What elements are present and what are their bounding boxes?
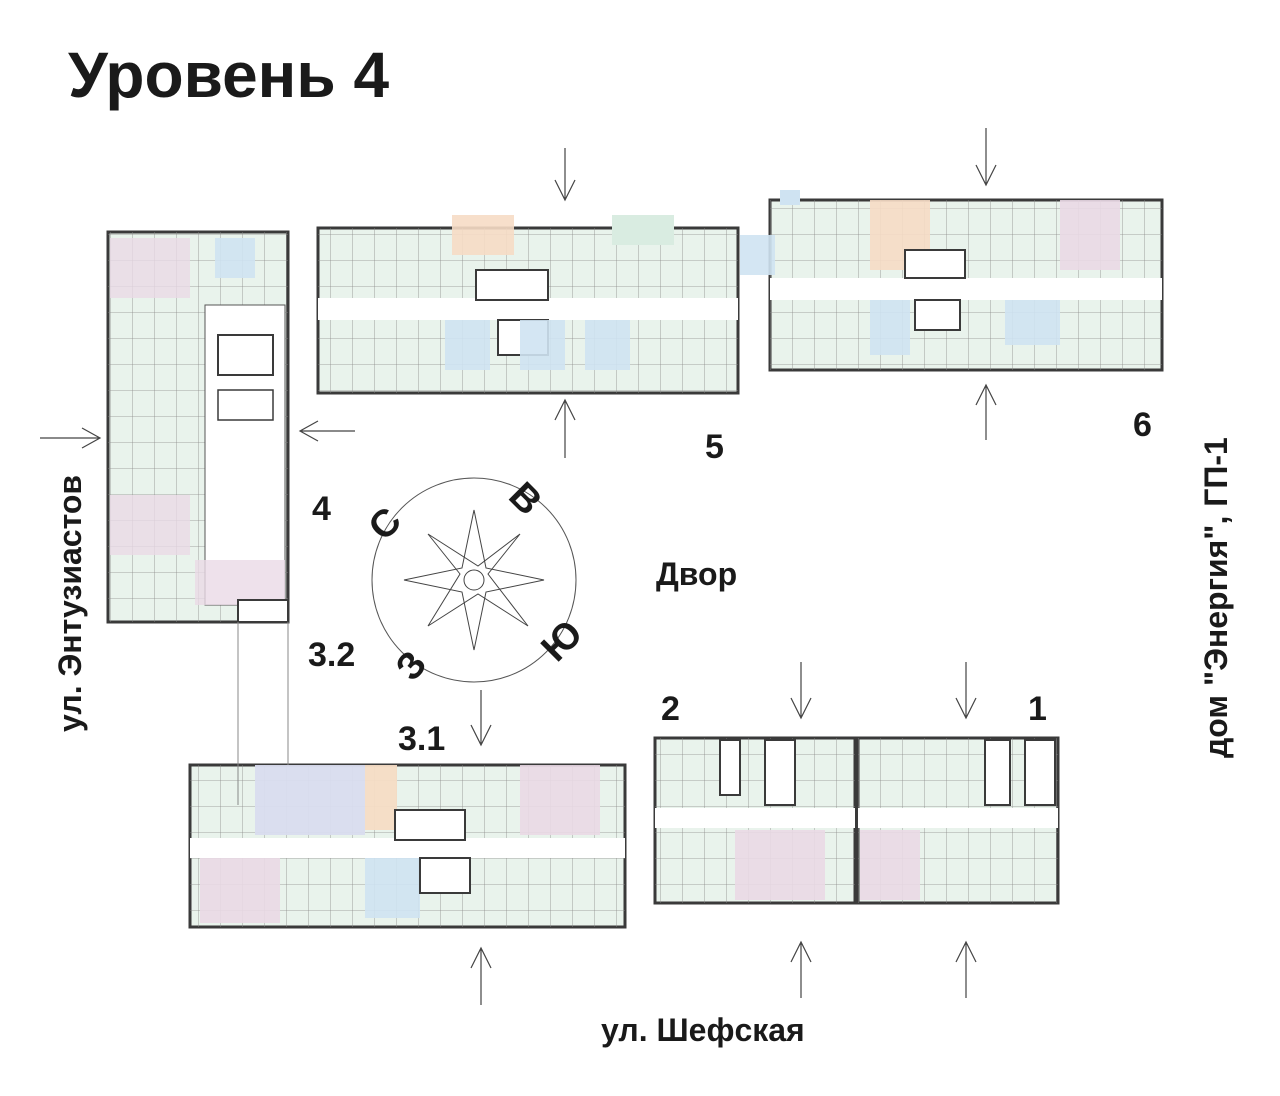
section-label-5[interactable]: 5 (705, 428, 724, 466)
yard-label: Двор (656, 556, 738, 592)
section-label-4[interactable]: 4 (312, 490, 331, 528)
building-section-4[interactable] (106, 230, 290, 624)
building-section-1[interactable] (856, 736, 1060, 905)
building-section-3[interactable] (188, 622, 627, 929)
street-label-left: ул. Энтузиастов (52, 474, 88, 732)
section-label-2[interactable]: 2 (661, 690, 680, 728)
section-label-6[interactable]: 6 (1133, 406, 1152, 444)
section-label-1[interactable]: 1 (1028, 690, 1047, 728)
page-title: Уровень 4 (68, 39, 390, 111)
street-label-bottom: ул. Шефская (601, 1012, 805, 1048)
section-label-3-2[interactable]: 3.2 (308, 636, 356, 674)
compass-rose (371, 477, 577, 683)
section-label-3-1[interactable]: 3.1 (398, 720, 446, 758)
street-label-right: дом "Энергия", ГП-1 (1198, 437, 1234, 758)
building-section-6[interactable] (740, 190, 1164, 372)
entrance-arrows (40, 128, 997, 1005)
building-section-2[interactable] (653, 736, 857, 905)
building-section-5[interactable] (316, 215, 740, 395)
